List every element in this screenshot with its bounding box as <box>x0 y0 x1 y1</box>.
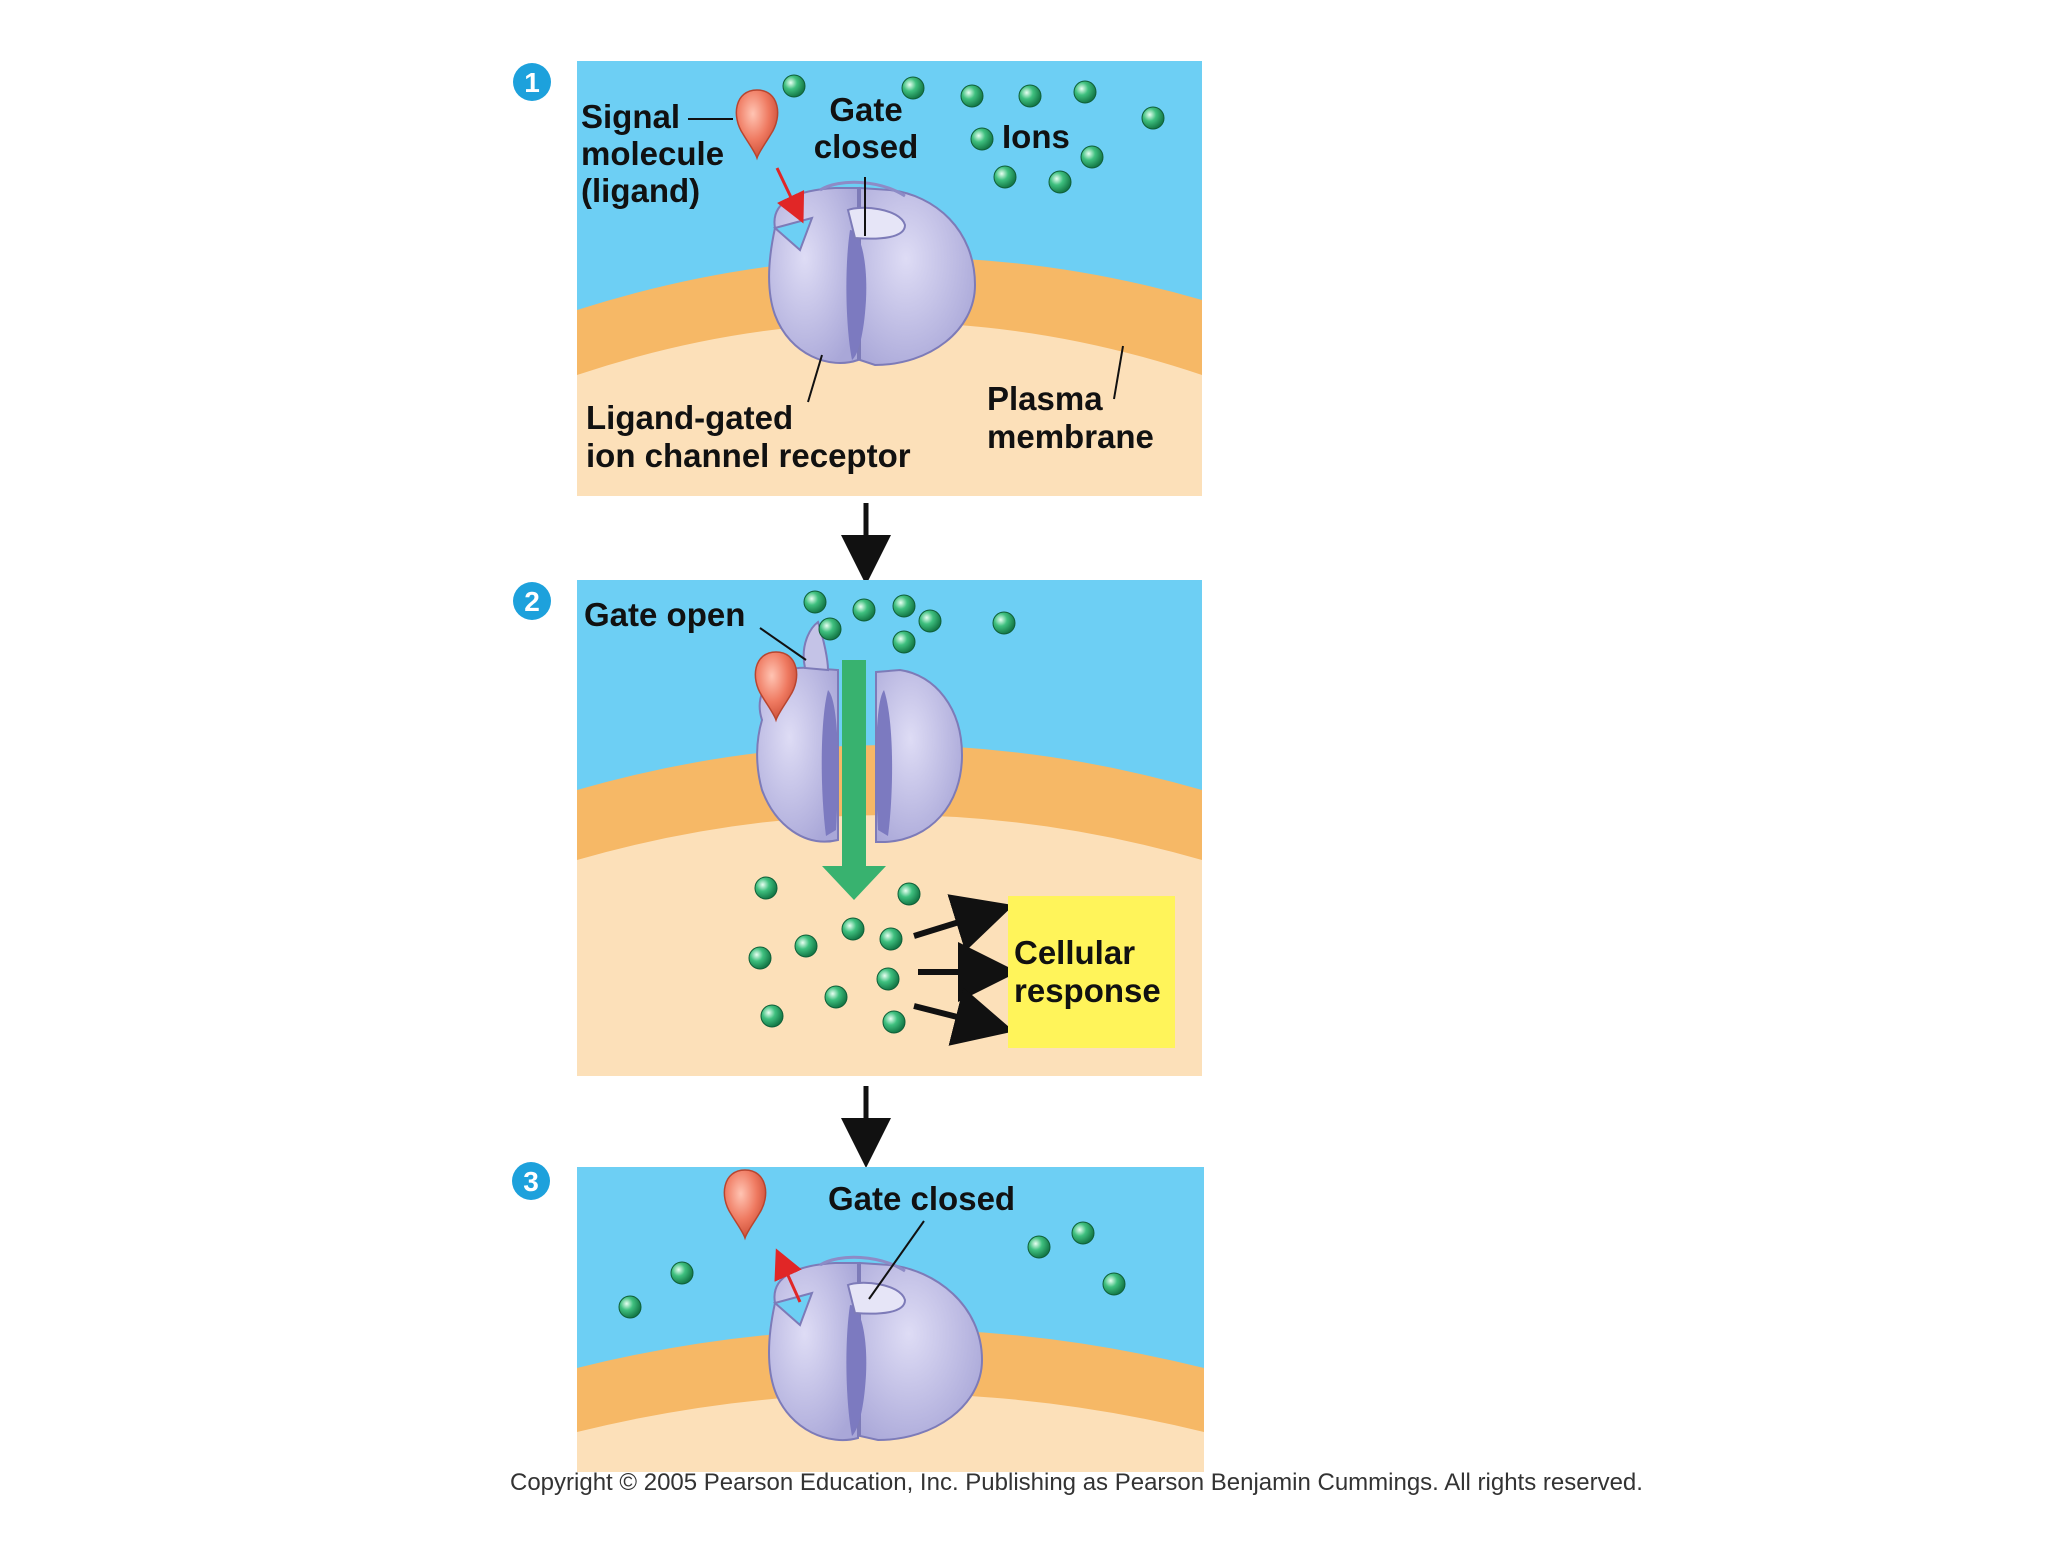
response-arrow-1 <box>913 894 1014 952</box>
receptor-closed <box>768 180 977 367</box>
gate-closed-leader-line <box>868 1220 925 1300</box>
step-number-2: 2 <box>524 586 540 617</box>
receptor-open <box>756 620 964 843</box>
receptor-closed <box>768 1255 984 1442</box>
gate-open-leader-line <box>759 627 807 661</box>
receptor-label-line-1: Ligand-gated <box>586 399 793 436</box>
panel-2: Cellular response 2 Gate open <box>513 580 1202 1076</box>
membrane-label-line-1: Plasma <box>987 380 1103 417</box>
step-number-3: 3 <box>523 1166 539 1197</box>
cytoplasm <box>577 322 1202 496</box>
response-label-line-2: response <box>1014 972 1161 1009</box>
step-badge-3 <box>512 1162 550 1200</box>
receptor-label-line-2: ion channel receptor <box>586 437 911 474</box>
signal-label-line-2: molecule <box>581 135 724 172</box>
binding-arrow <box>775 167 805 224</box>
signal-label-line-3: (ligand) <box>581 172 700 209</box>
gate-closed <box>846 1281 907 1315</box>
gate-open <box>802 620 830 672</box>
step-badge-1 <box>513 63 551 101</box>
release-arrow <box>774 1248 802 1303</box>
ions-label: Ions <box>1002 118 1070 155</box>
response-arrow-3 <box>913 987 1015 1046</box>
step-number-1: 1 <box>524 67 540 98</box>
panel-1: 1 Signal molecule (ligand) Gate closed I… <box>513 61 1202 496</box>
step-badge-2 <box>513 582 551 620</box>
membrane-leader-line <box>1113 345 1124 400</box>
gate-label-line-2: closed <box>814 128 919 165</box>
membrane-label-line-2: membrane <box>987 418 1154 455</box>
ion-flow-arrow-shaft <box>842 660 866 870</box>
gate-label-line-1: Gate <box>829 91 902 128</box>
gate-closed-label: Gate closed <box>828 1180 1015 1217</box>
response-label-line-1: Cellular <box>1014 934 1135 971</box>
cellular-response-box <box>1008 896 1175 1048</box>
receptor-leader-line <box>807 354 823 403</box>
signal-label-line-1: Signal <box>581 98 680 135</box>
ion-flow-arrow-head <box>822 866 886 900</box>
panel-3: 3 Gate closed <box>512 1162 1204 1472</box>
gate-open-label: Gate open <box>584 596 745 633</box>
copyright-notice: Copyright © 2005 Pearson Education, Inc.… <box>510 1469 1643 1496</box>
